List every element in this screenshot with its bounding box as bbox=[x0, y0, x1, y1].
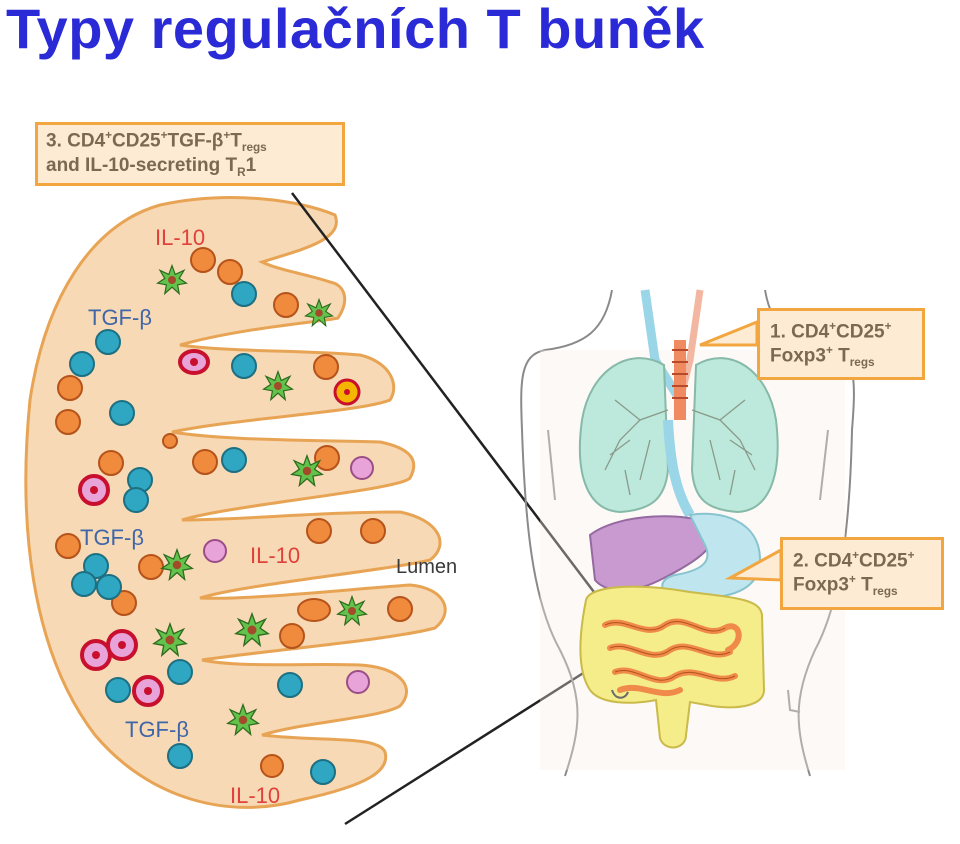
zoom-line-bottom bbox=[344, 663, 597, 826]
label-tgf-beta-1: TGF-β bbox=[88, 305, 152, 330]
callout-peripheral-treg: 2. CD4+CD25+ Foxp3+ Tregs bbox=[780, 537, 944, 610]
zoom-line-top bbox=[291, 192, 601, 601]
callout-tgf-tr1: 3. CD4+CD25+TGF-β+Tregs and IL-10-secret… bbox=[35, 122, 345, 186]
label-il10-mid: IL-10 bbox=[250, 543, 301, 568]
lungs bbox=[578, 357, 779, 514]
esophagus bbox=[663, 419, 695, 518]
label-il10-bottom: IL-10 bbox=[230, 783, 281, 808]
villus-cells bbox=[55, 247, 413, 785]
label-lumen: Lumen bbox=[396, 556, 458, 578]
callout-thymus-treg: 1. CD4+CD25+ Foxp3+ Tregs bbox=[757, 308, 925, 380]
label-tgf-beta-2: TGF-β bbox=[80, 525, 144, 550]
page-title: Typy regulačních T buněk bbox=[6, 0, 705, 60]
label-tgf-beta-3: TGF-β bbox=[125, 717, 189, 742]
label-il10-top: IL-10 bbox=[155, 225, 206, 250]
